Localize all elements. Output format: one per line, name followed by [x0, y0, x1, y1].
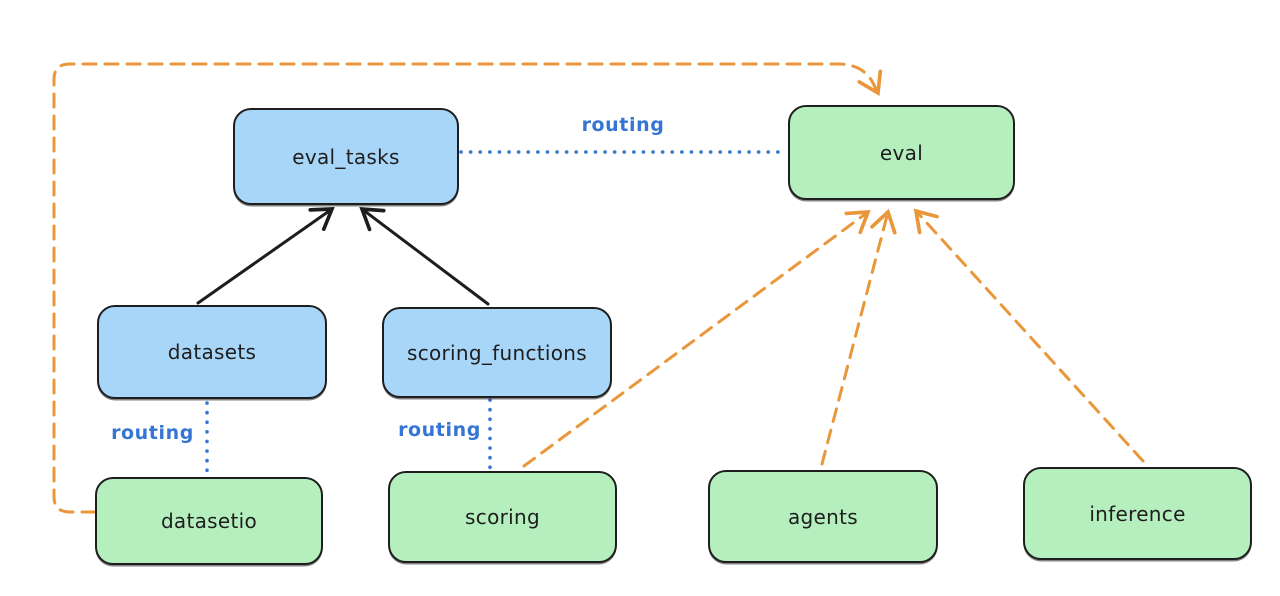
edge-datasets-eval_tasks: [196, 207, 335, 305]
edge-agents-eval: [820, 208, 897, 466]
node-scoring-functions-label: scoring_functions: [406, 340, 588, 365]
edge-inference-eval: [913, 208, 1145, 463]
node-datasets[interactable]: datasets: [97, 305, 327, 399]
node-scoring[interactable]: scoring: [388, 471, 617, 563]
routing-label-datasets-datasetio: routing: [111, 422, 194, 444]
edge-datasetio-eval: [52, 62, 883, 514]
node-datasetio[interactable]: datasetio: [95, 477, 323, 565]
node-datasetio-label: datasetio: [160, 509, 258, 533]
edge-scoring-eval: [522, 209, 871, 468]
node-scoring-label: scoring: [465, 505, 540, 529]
node-eval-tasks-label: eval_tasks: [292, 144, 400, 169]
node-agents[interactable]: agents: [708, 470, 938, 563]
edge-scoring_functions-eval_tasks: [359, 206, 490, 306]
node-eval[interactable]: eval: [788, 105, 1015, 200]
node-inference-label: inference: [1089, 501, 1186, 526]
node-datasets-label: datasets: [167, 340, 257, 364]
routing-label-scoring_functions-scoring: routing: [398, 419, 481, 441]
node-scoring-functions[interactable]: scoring_functions: [382, 307, 612, 398]
routing-label-eval_tasks-eval: routing: [581, 114, 665, 136]
node-eval-label: eval: [879, 140, 924, 165]
node-agents-label: agents: [788, 504, 858, 529]
node-eval-tasks[interactable]: eval_tasks: [233, 108, 459, 205]
node-inference[interactable]: inference: [1023, 467, 1252, 560]
